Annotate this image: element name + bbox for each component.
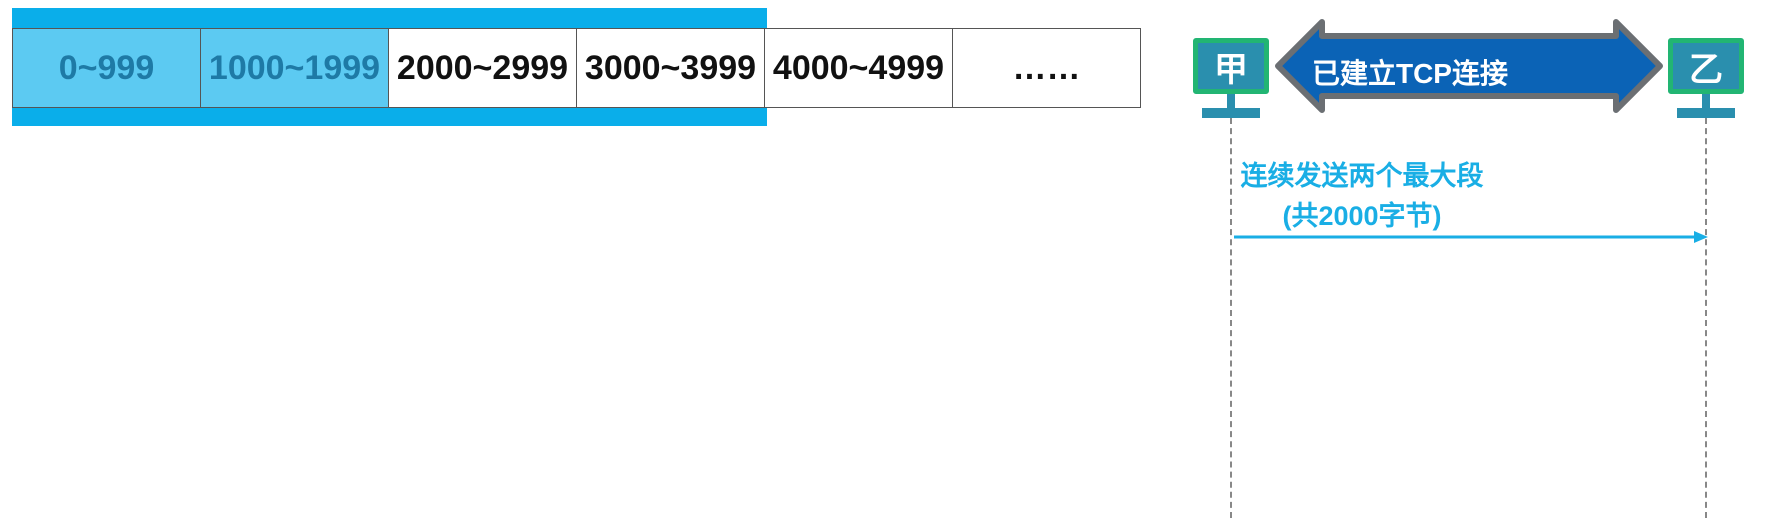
transfer-line-2: (共2000字节): [1282, 201, 1442, 231]
segment-cell-0: 0~999: [13, 29, 201, 107]
host-jia-monitor: 甲: [1193, 38, 1269, 94]
segment-cell-1: 1000~1999: [201, 29, 389, 107]
host-yi-stand-base: [1677, 108, 1735, 118]
host-jia-stand-base: [1202, 108, 1260, 118]
segment-cell-3: 3000~3999: [577, 29, 765, 107]
host-yi-timeline: [1705, 118, 1707, 518]
tcp-connection-label: 已建立TCP连接: [1311, 58, 1508, 89]
host-yi-monitor: 乙: [1668, 38, 1744, 94]
segment-cell-4: 4000~4999: [765, 29, 953, 107]
transfer-line-1: 连续发送两个最大段: [1240, 161, 1484, 191]
host-yi-label: 乙: [1689, 49, 1723, 90]
transfer-arrow-head: [1694, 231, 1708, 243]
tcp-connection-arrow: [1275, 19, 1663, 113]
segment-cell-2: 2000~2999: [389, 29, 577, 107]
transfer-description: 连续发送两个最大段 (共2000字节): [1232, 156, 1492, 236]
sequence-number-row: 0~999 1000~1999 2000~2999 3000~3999 4000…: [12, 28, 1141, 108]
segment-cell-ellipsis: ……: [953, 29, 1141, 107]
host-yi-stand-neck: [1702, 94, 1710, 108]
host-jia-timeline: [1230, 118, 1232, 518]
host-jia-stand-neck: [1227, 94, 1235, 108]
host-jia-label: 甲: [1214, 49, 1248, 90]
